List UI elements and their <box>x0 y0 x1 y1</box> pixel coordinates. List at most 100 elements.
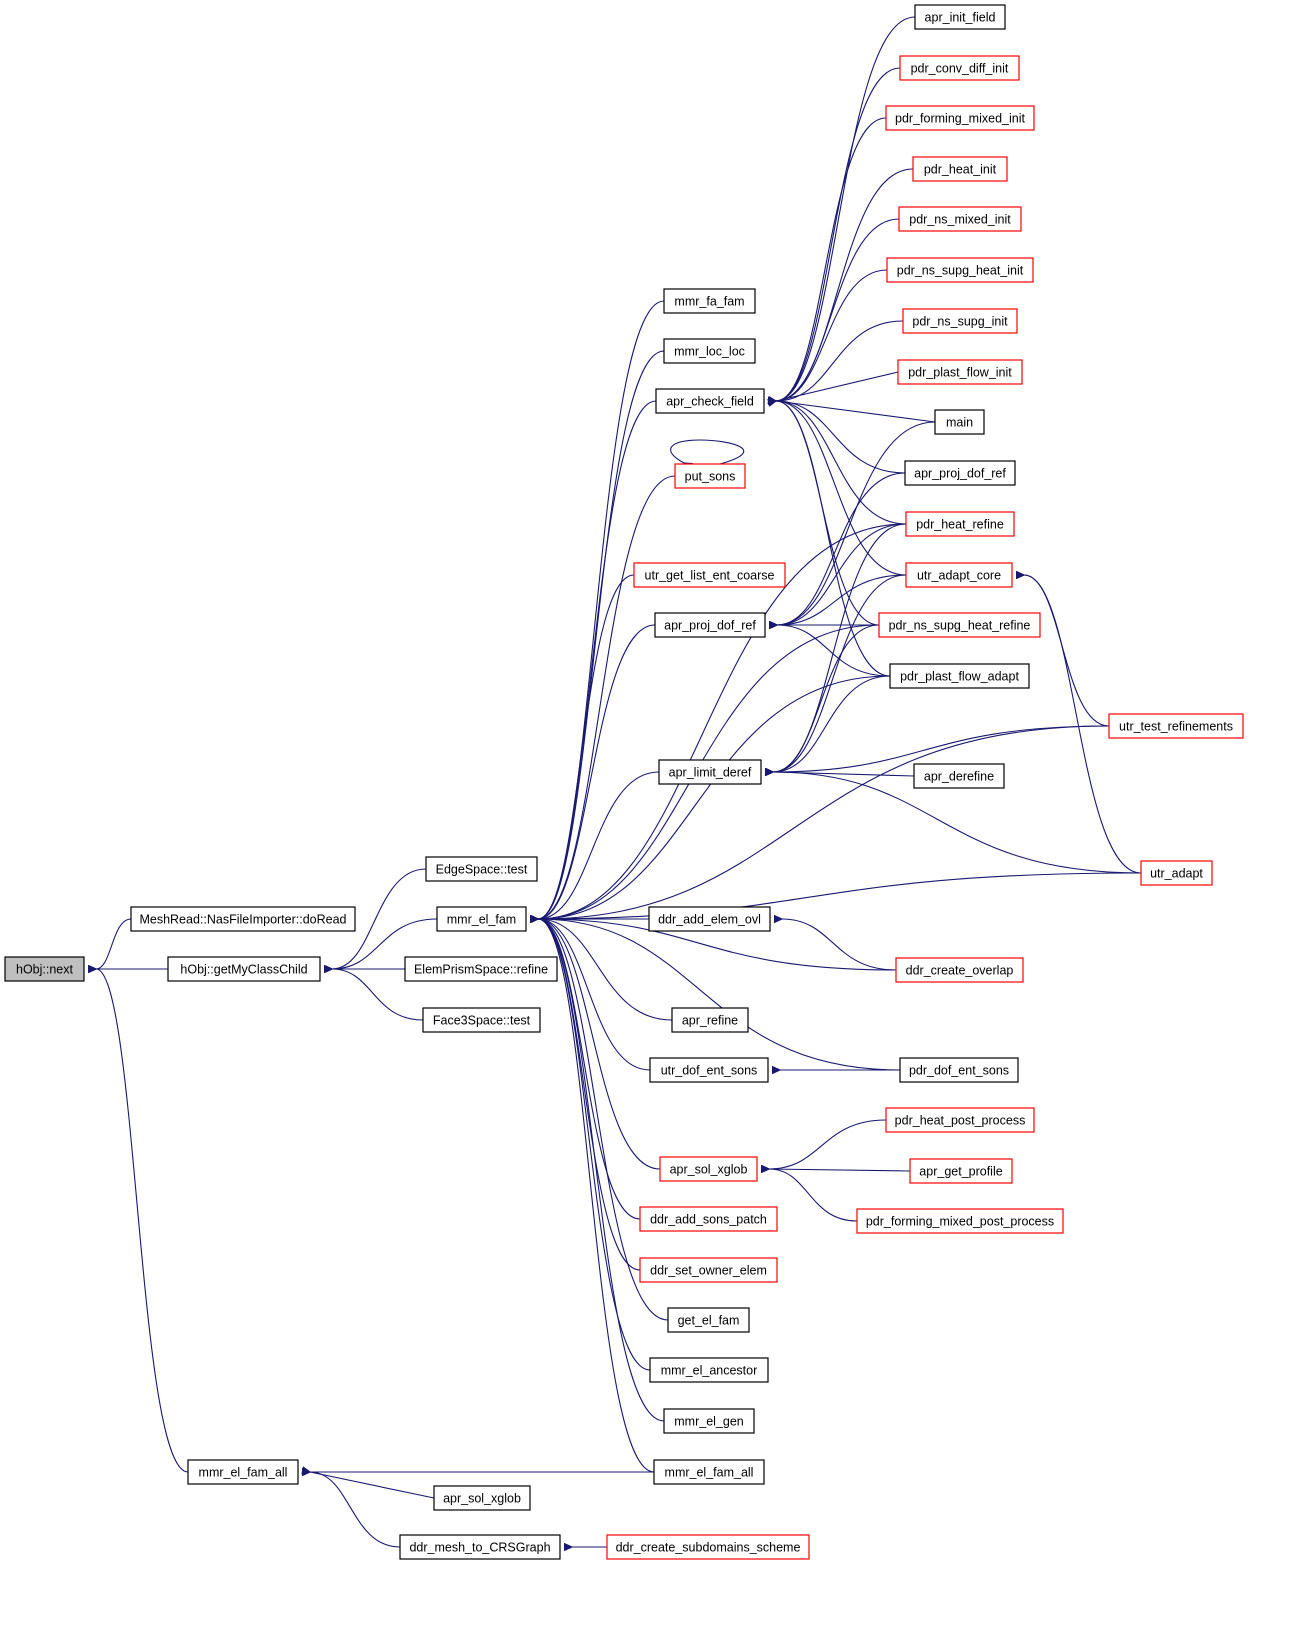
call-edge-pdr_plast_flow_init-to-apr_check_field <box>776 371 899 401</box>
node-ddr_add_sons_patch[interactable]: ddr_add_sons_patch <box>639 1206 778 1232</box>
call-edge-pdr_ns_mixed_init-to-apr_check_field <box>776 218 900 401</box>
node-box-pdr_ns_supg_heat_refine <box>878 612 1041 638</box>
node-ddr_set_owner_elem[interactable]: ddr_set_owner_elem <box>639 1257 778 1283</box>
call-edge-put_sons-to-mmr_el_fam <box>538 475 676 919</box>
node-mmr_el_fam_all_l[interactable]: mmr_el_fam_all <box>187 1459 299 1485</box>
call-edge-utr_get_list_ent_coarse-to-mmr_el_fam <box>538 574 635 919</box>
node-apr_sol_xglob_b[interactable]: apr_sol_xglob <box>433 1485 531 1511</box>
node-label-mmr_el_fam_all_m: mmr_el_fam_all <box>665 1466 754 1480</box>
node-label-apr_sol_xglob_b: apr_sol_xglob <box>443 1492 521 1506</box>
node-utr_adapt_core[interactable]: utr_adapt_core <box>905 562 1013 588</box>
node-box-edgespace_test <box>425 856 538 882</box>
node-box-pdr_heat_refine <box>905 511 1015 537</box>
call-edge-utr_adapt_core-to-apr_limit_deref <box>773 574 907 772</box>
call-edge-apr_proj_dof_ref_r-to-apr_check_field <box>776 401 906 474</box>
node-getmyclasschild[interactable]: hObj::getMyClassChild <box>167 956 321 982</box>
node-utr_adapt[interactable]: utr_adapt <box>1140 860 1213 886</box>
node-apr_init_field[interactable]: apr_init_field <box>914 4 1006 30</box>
node-get_el_fam[interactable]: get_el_fam <box>667 1307 750 1333</box>
node-box-ddr_create_subdomains <box>606 1534 810 1560</box>
edge-layer <box>96 16 1142 1547</box>
node-pdr_ns_mixed_init[interactable]: pdr_ns_mixed_init <box>898 206 1022 232</box>
call-edge-apr_check_field-to-mmr_el_fam <box>538 400 657 919</box>
node-label-mmr_fa_fam: mmr_fa_fam <box>674 295 744 309</box>
node-label-hobj_next: hObj::next <box>16 963 74 977</box>
node-box-pdr_ns_supg_init <box>902 308 1018 334</box>
node-edgespace_test[interactable]: EdgeSpace::test <box>425 856 538 882</box>
node-apr_sol_xglob_m[interactable]: apr_sol_xglob <box>659 1156 758 1182</box>
call-edge-utr_adapt-to-mmr_el_fam <box>538 872 1142 919</box>
node-label-pdr_heat_init: pdr_heat_init <box>924 163 997 177</box>
node-pdr_plast_flow_init[interactable]: pdr_plast_flow_init <box>897 359 1023 385</box>
node-mmr_fa_fam[interactable]: mmr_fa_fam <box>663 288 756 314</box>
node-utr_dof_ent_sons[interactable]: utr_dof_ent_sons <box>649 1057 769 1083</box>
node-pdr_ns_supg_init[interactable]: pdr_ns_supg_init <box>902 308 1018 334</box>
node-pdr_ns_supg_heat_refine[interactable]: pdr_ns_supg_heat_refine <box>878 612 1041 638</box>
node-pdr_forming_mixed_init[interactable]: pdr_forming_mixed_init <box>885 105 1035 131</box>
node-utr_get_list_ent_coarse[interactable]: utr_get_list_ent_coarse <box>633 562 786 588</box>
node-ddr_add_elem_ovl[interactable]: ddr_add_elem_ovl <box>648 906 771 932</box>
node-box-mmr_el_fam <box>436 906 527 932</box>
node-mmr_el_gen[interactable]: mmr_el_gen <box>663 1408 755 1434</box>
node-apr_get_profile[interactable]: apr_get_profile <box>909 1158 1013 1184</box>
node-ddr_create_overlap[interactable]: ddr_create_overlap <box>895 957 1024 983</box>
node-apr_check_field[interactable]: apr_check_field <box>655 388 765 414</box>
node-pdr_conv_diff_init[interactable]: pdr_conv_diff_init <box>899 55 1020 81</box>
call-edge-edgespace_test-to-getmyclasschild <box>332 868 427 969</box>
node-main[interactable]: main <box>934 409 985 435</box>
node-face3space_test[interactable]: Face3Space::test <box>422 1007 541 1033</box>
call-edge-apr_get_profile-to-apr_sol_xglob_m <box>769 1169 911 1171</box>
call-edge-mmr_el_fam_all_m-to-mmr_el_fam <box>538 919 655 1473</box>
node-label-mmr_el_fam: mmr_el_fam <box>447 913 516 927</box>
node-box-get_el_fam <box>667 1307 750 1333</box>
node-ddr_create_subdomains[interactable]: ddr_create_subdomains_scheme <box>606 1534 810 1560</box>
node-box-utr_get_list_ent_coarse <box>633 562 786 588</box>
node-label-apr_check_field: apr_check_field <box>666 395 754 409</box>
node-elemprism_refine[interactable]: ElemPrismSpace::refine <box>404 956 558 982</box>
call-edge-utr_adapt-to-apr_limit_deref <box>773 772 1142 874</box>
node-apr_limit_deref[interactable]: apr_limit_deref <box>658 759 762 785</box>
node-pdr_dof_ent_sons[interactable]: pdr_dof_ent_sons <box>899 1057 1019 1083</box>
node-mmr_el_fam_all_m[interactable]: mmr_el_fam_all <box>653 1459 765 1485</box>
node-box-utr_test_refinements <box>1108 713 1244 739</box>
node-label-apr_refine: apr_refine <box>682 1014 738 1028</box>
node-pdr_heat_init[interactable]: pdr_heat_init <box>912 156 1008 182</box>
node-pdr_ns_supg_heat_init[interactable]: pdr_ns_supg_heat_init <box>886 257 1034 283</box>
node-apr_refine[interactable]: apr_refine <box>671 1007 749 1033</box>
node-meshread[interactable]: MeshRead::NasFileImporter::doRead <box>130 906 356 932</box>
call-edge-pdr_dof_ent_sons-to-mmr_el_fam <box>538 919 901 1071</box>
node-box-pdr_ns_mixed_init <box>898 206 1022 232</box>
node-put_sons[interactable]: put_sons <box>674 463 746 489</box>
node-pdr_plast_flow_adapt[interactable]: pdr_plast_flow_adapt <box>889 663 1030 689</box>
call-edge-pdr_conv_diff_init-to-apr_check_field <box>776 67 901 401</box>
node-box-apr_limit_deref <box>658 759 762 785</box>
call-edge-pdr_plast_flow_adapt-to-apr_limit_deref <box>773 675 891 772</box>
call-edge-pdr_plast_flow_adapt-to-mmr_el_fam <box>538 675 891 919</box>
node-pdr_forming_mixed_post_process[interactable]: pdr_forming_mixed_post_process <box>856 1208 1064 1234</box>
node-ddr_mesh_to_crs[interactable]: ddr_mesh_to_CRSGraph <box>399 1534 561 1560</box>
node-mmr_loc_loc[interactable]: mmr_loc_loc <box>663 338 756 364</box>
node-apr_proj_dof_ref_r[interactable]: apr_proj_dof_ref <box>904 460 1016 486</box>
node-apr_derefine[interactable]: apr_derefine <box>913 763 1005 789</box>
node-box-apr_init_field <box>914 4 1006 30</box>
call-edge-apr_init_field-to-apr_check_field <box>776 16 916 401</box>
call-edge-pdr_ns_supg_heat_init-to-apr_check_field <box>776 269 888 401</box>
node-label-mmr_el_gen: mmr_el_gen <box>674 1415 744 1429</box>
node-box-put_sons <box>674 463 746 489</box>
node-pdr_heat_refine[interactable]: pdr_heat_refine <box>905 511 1015 537</box>
node-label-getmyclasschild: hObj::getMyClassChild <box>180 963 307 977</box>
node-hobj_next[interactable]: hObj::next <box>4 956 85 982</box>
node-mmr_el_fam[interactable]: mmr_el_fam <box>436 906 527 932</box>
node-box-pdr_ns_supg_heat_init <box>886 257 1034 283</box>
node-utr_test_refinements[interactable]: utr_test_refinements <box>1108 713 1244 739</box>
call-edge-apr_limit_deref-to-mmr_el_fam <box>538 771 660 919</box>
node-apr_proj_dof_ref_m[interactable]: apr_proj_dof_ref <box>654 612 766 638</box>
call-edge-main-to-apr_check_field <box>776 401 936 423</box>
node-pdr_heat_post_process[interactable]: pdr_heat_post_process <box>885 1107 1035 1133</box>
node-label-ddr_set_owner_elem: ddr_set_owner_elem <box>650 1264 767 1278</box>
node-label-ddr_add_sons_patch: ddr_add_sons_patch <box>650 1213 767 1227</box>
node-mmr_el_ancestor[interactable]: mmr_el_ancestor <box>649 1357 769 1383</box>
node-box-mmr_el_fam_all_m <box>653 1459 765 1485</box>
node-box-pdr_forming_mixed_init <box>885 105 1035 131</box>
node-box-ddr_create_overlap <box>895 957 1024 983</box>
